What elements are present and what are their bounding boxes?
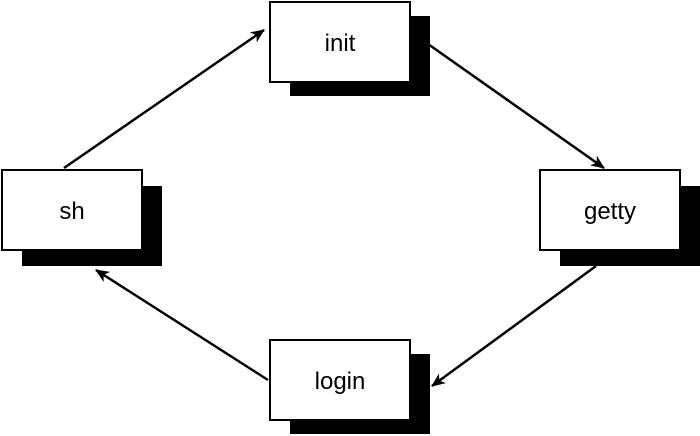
node-login-label: login <box>315 368 366 395</box>
arrow-getty-to-login <box>431 264 597 388</box>
node-sh-label: sh <box>59 198 84 225</box>
node-sh: sh <box>1 169 162 266</box>
node-login-box <box>269 339 411 421</box>
node-login: login <box>269 339 430 434</box>
node-init: init <box>269 1 430 96</box>
node-getty: getty <box>539 169 700 266</box>
node-getty-label: getty <box>584 198 636 225</box>
arrow-login-to-sh <box>95 268 269 382</box>
arrow-sh-to-init <box>63 28 265 170</box>
node-getty-box <box>539 169 681 251</box>
node-init-label: init <box>325 30 356 57</box>
node-init-box <box>269 1 411 83</box>
node-sh-box <box>1 169 143 251</box>
arrow-init-to-getty <box>427 42 605 170</box>
